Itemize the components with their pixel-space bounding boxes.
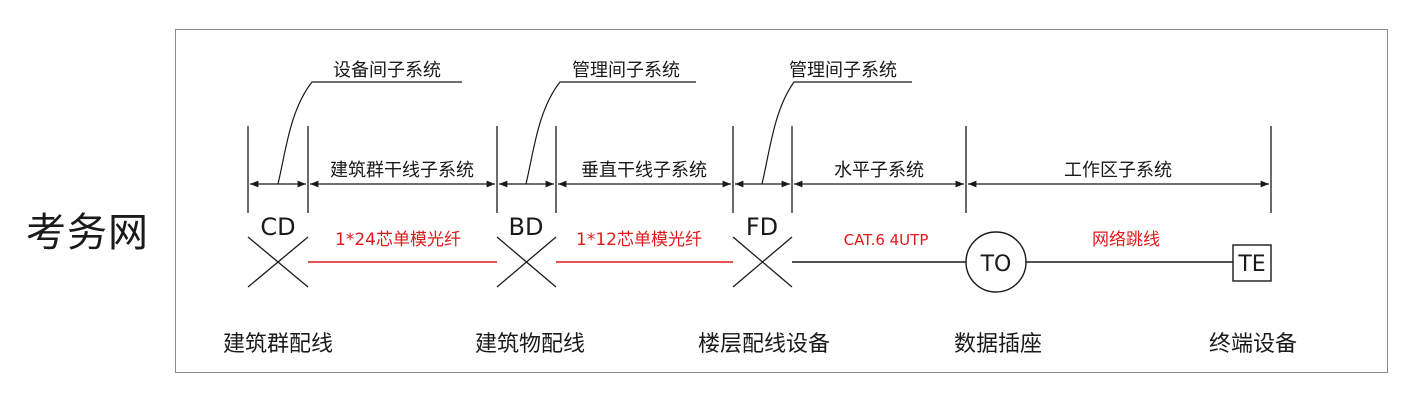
terminal-symbol (1232, 244, 1272, 282)
dimension-ticks (247, 126, 1272, 213)
leader-admin-room-2 (761, 81, 912, 185)
bottom-label-outlet: 数据插座 (954, 332, 1042, 357)
label-work-area: 工作区子系统 (1064, 160, 1172, 181)
cable-label-fd-to: CAT.6 4UTP (844, 231, 929, 249)
label-vertical-backbone: 垂直干线子系统 (581, 160, 707, 181)
fd-patch-icon (732, 236, 793, 288)
cd-patch-icon (247, 236, 309, 288)
label-admin-room-2: 管理间子系统 (789, 60, 897, 81)
node-fd: FD (746, 213, 778, 241)
node-cd: CD (260, 213, 295, 241)
label-horizontal: 水平子系统 (834, 160, 924, 181)
label-admin-room-1: 管理间子系统 (572, 60, 680, 81)
bottom-label-terminal: 终端设备 (1209, 332, 1297, 357)
callout-leaders (277, 81, 912, 185)
leader-equipment-room (277, 81, 462, 185)
node-te: TE (1237, 252, 1265, 277)
bottom-label-floor: 楼层配线设备 (698, 332, 830, 357)
label-campus-backbone: 建筑群干线子系统 (330, 160, 474, 181)
distributor-symbols (247, 236, 793, 288)
node-to: TO (980, 252, 1012, 277)
diagram-frame (175, 29, 1388, 373)
cable-label-bd-fd: 1*12芯单模光纤 (576, 230, 702, 250)
bottom-label-building: 建筑物配线 (475, 332, 585, 357)
watermark-text: 考务网 (26, 210, 149, 256)
cable-label-to-te: 网络跳线 (1092, 230, 1160, 250)
node-bd: BD (509, 213, 544, 241)
label-equipment-room: 设备间子系统 (333, 60, 441, 81)
bottom-label-campus: 建筑群配线 (223, 332, 333, 357)
outlet-symbol (965, 231, 1027, 293)
leader-admin-room-1 (525, 81, 696, 185)
bd-patch-icon (496, 236, 557, 288)
cable-label-cd-bd: 1*24芯单模光纤 (335, 230, 461, 250)
